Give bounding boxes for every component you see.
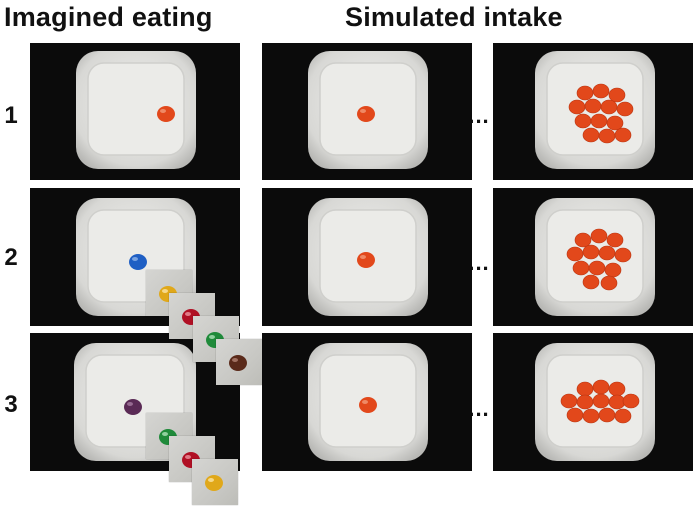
candy-yellow — [205, 475, 223, 491]
row-label-3: 3 — [4, 391, 18, 418]
photo-imagined-row-1 — [30, 43, 240, 180]
plate-image — [308, 343, 428, 461]
plate-image — [308, 51, 428, 169]
heading-simulated-intake: Simulated intake — [345, 2, 563, 32]
ellipsis-row-1: ... — [468, 103, 490, 128]
candy-thumb-yellow — [192, 459, 238, 505]
photo-simulated-row-1-first — [262, 43, 472, 180]
candy-brown — [229, 355, 247, 371]
plate-image — [535, 343, 655, 461]
row-label-2: 2 — [4, 244, 18, 271]
plate-image — [535, 198, 655, 316]
photo-simulated-row-1-last — [493, 43, 693, 180]
plate-image — [76, 51, 196, 169]
photo-simulated-row-3-first — [262, 333, 472, 471]
heading-imagined-eating: Imagined eating — [4, 2, 213, 32]
row-label-1: 1 — [4, 102, 18, 129]
photo-simulated-row-3-last — [493, 333, 693, 471]
candy-thumb-brown — [216, 339, 262, 385]
ellipsis-row-2: ... — [468, 250, 490, 275]
plate-image — [535, 51, 655, 169]
ellipsis-row-3: ... — [468, 396, 490, 421]
plate-image — [308, 198, 428, 316]
photo-simulated-row-2-last — [493, 188, 693, 326]
photo-simulated-row-2-first — [262, 188, 472, 326]
